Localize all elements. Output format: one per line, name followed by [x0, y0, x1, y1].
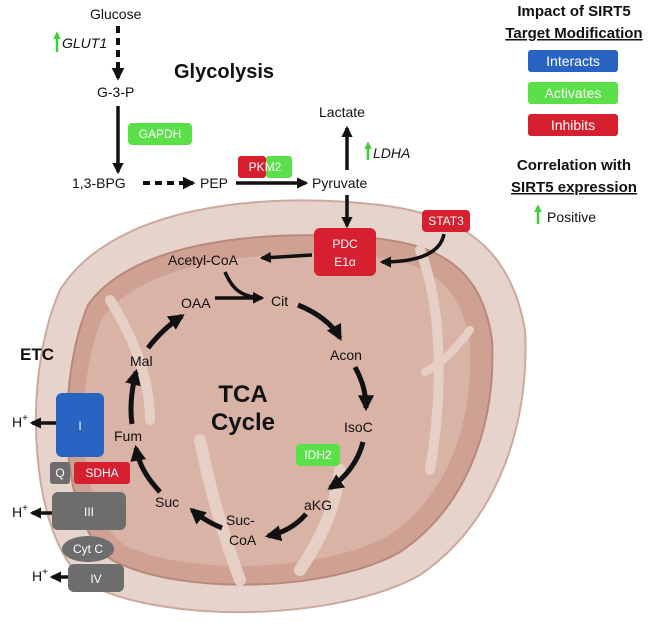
legend: Impact of SIRT5 Target Modification Inte…: [505, 3, 642, 225]
legend-activates-label: Activates: [545, 85, 602, 101]
mitochondrion-matrix: [83, 253, 471, 566]
g3p-label: G-3-P: [97, 84, 134, 100]
cit-to-acon-arrow: [297, 302, 343, 341]
gapdh-label: GAPDH: [139, 127, 182, 141]
pdc-box: [314, 228, 376, 276]
complex-i: [56, 393, 104, 457]
suc-to-fum-arrow: [130, 444, 162, 494]
akg-label: aKG: [304, 497, 332, 513]
q-box: [50, 462, 70, 484]
pkm2-box-activates: [266, 156, 292, 178]
mal-label: Mal: [130, 353, 153, 369]
fum-label: Fum: [114, 428, 142, 444]
crista-fold: [415, 245, 444, 475]
complex-iii: [52, 492, 126, 530]
glycolysis-title: Glycolysis: [174, 61, 274, 83]
fum-to-mal-arrow: [125, 368, 141, 425]
pdc-to-acetylcoa-arrow: [259, 251, 313, 264]
crista-fold: [421, 326, 474, 376]
legend-inhibits-swatch: [528, 114, 618, 136]
complex-i-label: I: [78, 419, 81, 433]
legend-activates-swatch: [528, 82, 618, 104]
complex-iv-label: IV: [90, 572, 101, 586]
suc-coa-label-line1: Suc-: [226, 512, 255, 528]
isoc-to-akg-arrow: [327, 441, 366, 491]
ldha-label: LDHA: [373, 145, 410, 161]
legend-title-line1: Impact of SIRT5: [517, 3, 630, 20]
pep-label: PEP: [200, 175, 228, 191]
h-plus-label-complex-i: H+: [12, 413, 28, 430]
acon-to-isoc-arrow: [352, 365, 374, 412]
glycolysis-section: Glucose Glycolysis GLUT1 G-3-P GAPDH 1,3…: [53, 6, 470, 276]
oaa-label: OAA: [181, 295, 211, 311]
gapdh-box: [128, 123, 192, 145]
acon-label: Acon: [330, 347, 362, 363]
tca-cycle: Acetyl-CoA OAA Cit Acon IsoC IDH2 aKG Su…: [114, 252, 374, 548]
isoc-label: IsoC: [344, 419, 373, 435]
mal-to-oaa-arrow: [146, 313, 185, 350]
crista-fold: [105, 295, 155, 425]
legend-correlation-line2: SIRT5 expression: [511, 179, 637, 196]
bpg-label: 1,3-BPG: [72, 175, 126, 191]
stat3-to-pdc-arrow: [379, 233, 446, 268]
suc-coa-label-line2: CoA: [229, 532, 257, 548]
h-plus-label-complex-iv: H+: [32, 567, 48, 584]
stat3-label: STAT3: [428, 214, 464, 228]
acetyl-coa-label: Acetyl-CoA: [168, 252, 239, 268]
pkm2-box-inhibits: [238, 156, 266, 178]
lactate-label: Lactate: [319, 104, 365, 120]
pdc-label-line2: E1α: [334, 255, 356, 269]
idh2-label: IDH2: [304, 448, 332, 462]
legend-inhibits-label: Inhibits: [551, 117, 595, 133]
pdc-label-line1: PDC: [332, 237, 358, 251]
q-label: Q: [55, 466, 64, 480]
complex-iv: [68, 564, 124, 592]
suc-label: Suc: [155, 494, 179, 510]
etc-section: ETC H+ I Q SDHA H+ III Cyt C H+ IV: [12, 345, 130, 592]
legend-interacts-label: Interacts: [546, 53, 600, 69]
succoa-to-suc-arrow: [189, 507, 223, 531]
complex-iii-label: III: [84, 505, 94, 519]
glut1-label: GLUT1: [62, 35, 107, 51]
legend-interacts-swatch: [528, 50, 618, 72]
akg-to-succoa-arrow: [264, 512, 308, 542]
legend-positive-label: Positive: [547, 209, 596, 225]
idh2-box: [296, 444, 340, 466]
tca-title-line2: Cycle: [211, 409, 275, 436]
glucose-label: Glucose: [90, 6, 142, 22]
legend-correlation-line1: Correlation with: [517, 157, 631, 174]
tca-title-line1: TCA: [218, 381, 267, 408]
legend-title-line2: Target Modification: [505, 25, 642, 42]
pyruvate-label: Pyruvate: [312, 175, 367, 191]
etc-title: ETC: [20, 345, 54, 364]
cyt-c: [62, 536, 114, 562]
h-plus-label-complex-iii: H+: [12, 503, 28, 520]
crista-fold: [194, 434, 246, 586]
pkm2-label: PKM2: [249, 160, 282, 174]
cit-label: Cit: [271, 293, 288, 309]
stat3-box: [422, 210, 470, 232]
sdha-label: SDHA: [85, 466, 118, 480]
sdha-box: [74, 462, 130, 484]
cyt-c-label: Cyt C: [73, 542, 103, 556]
